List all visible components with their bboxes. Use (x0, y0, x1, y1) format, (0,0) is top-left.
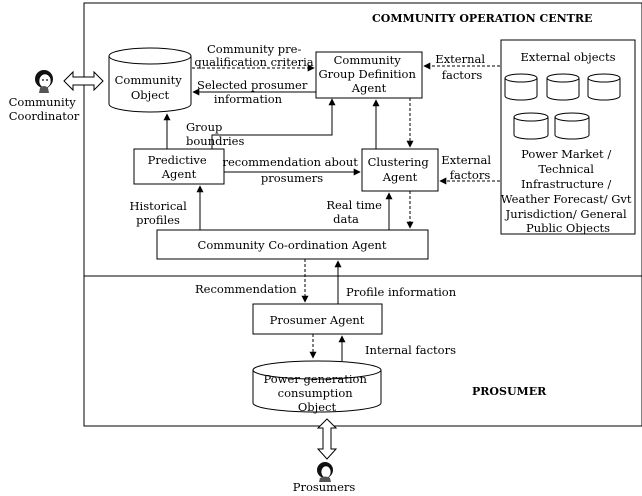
coordinator-link-arrow (63, 70, 104, 92)
prequalification-label: Community pre- qualification criteria (194, 42, 313, 69)
external-database-icons (504, 73, 621, 140)
group-boundries-label: Group boundries (186, 120, 244, 148)
internal-factors-label: Internal factors (365, 343, 456, 357)
predictive-agent-label: Predictive Agent (148, 153, 211, 181)
prosumer-agent-box (252, 303, 383, 335)
coordination-agent-box (156, 229, 429, 260)
prosumer-agent-label: Prosumer Agent (270, 313, 365, 327)
prosumers-link-arrow (316, 418, 338, 460)
community-object-cylinder (108, 47, 192, 113)
coordination-agent-label: Community Co-ordination Agent (198, 238, 387, 252)
power-object-label: Power generation consumption Object (263, 372, 370, 414)
power-object-cylinder (252, 360, 382, 413)
group-definition-agent-label: Community Group Definition Agent (318, 53, 419, 95)
coordinator-person-icon (35, 70, 53, 93)
external-factors-mid-label: External factors (441, 153, 494, 182)
prosumer-section-title: PROSUMER (472, 385, 547, 398)
external-objects-title: External objects (520, 50, 615, 64)
recommendation-label: Recommendation (195, 282, 297, 296)
prosumers-label: Prosumers (293, 480, 356, 494)
prosumers-person-icon (317, 462, 333, 482)
group-boundries-arrow (211, 98, 336, 149)
group-definition-agent-box (315, 51, 423, 99)
external-factors-top-label: External factors (435, 52, 488, 82)
clustering-agent-box (361, 148, 439, 192)
profile-information-label: Profile information (346, 285, 457, 299)
prosumer-frame (83, 275, 642, 427)
operation-centre-title: COMMUNITY OPERATION CENTRE (372, 12, 592, 25)
predictive-agent-box (133, 148, 225, 185)
coordinator-label: Community Coordinator (9, 95, 80, 123)
external-objects-description: Power Market / Technical Infrastructure … (501, 147, 635, 235)
community-object-label: Community Object (115, 73, 186, 102)
real-time-data-label: Real time data (326, 198, 385, 226)
historical-profiles-label: Historical profiles (130, 199, 191, 227)
clustering-agent-label: Clustering Agent (368, 155, 433, 184)
selected-prosumer-label: Selected prosumer information (197, 78, 311, 106)
recommendation-about-label: recommendation about prosumers (222, 155, 361, 185)
